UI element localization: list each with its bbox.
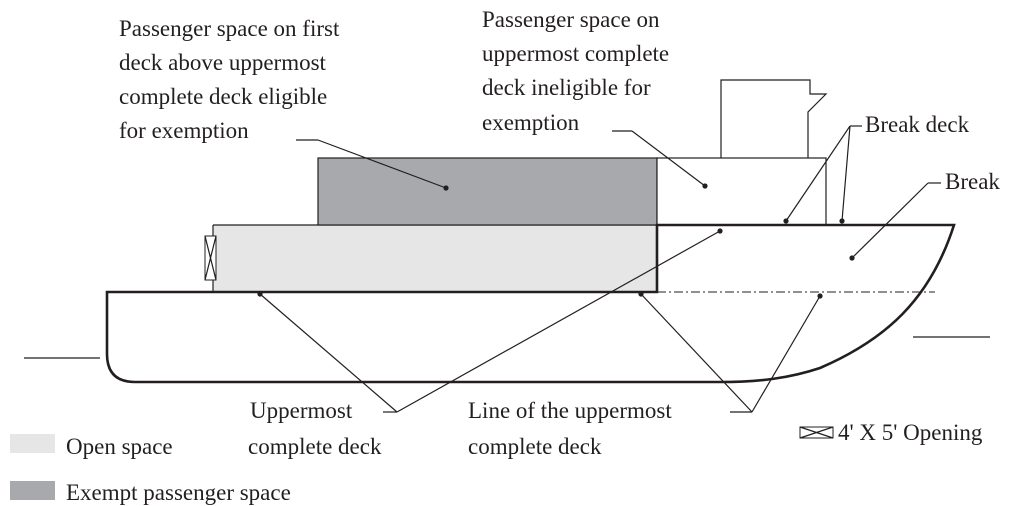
label-exempt-eligible-line4: for exemption: [119, 118, 249, 143]
legend-exempt-label: Exempt passenger space: [66, 480, 291, 505]
label-exempt-eligible-line2: deck above uppermost: [119, 50, 327, 75]
legend-opening-cross-b: [799, 426, 834, 439]
label-break: Break: [945, 169, 1000, 194]
label-exempt-eligible-line3: complete deck eligible: [119, 84, 327, 109]
label-exempt-eligible: Passenger space on first deck above uppe…: [119, 16, 345, 143]
point-line-of-uppermost-a: [638, 291, 644, 297]
opening-cross-b: [204, 235, 217, 281]
funnel: [720, 79, 828, 158]
legend-open-space-swatch: [10, 434, 55, 453]
point-break-deck-a: [783, 218, 789, 224]
ineligible-passenger-space: [656, 157, 827, 226]
label-uppermost-line1: Uppermost: [250, 398, 353, 423]
point-exempt-eligible: [443, 185, 449, 191]
leader-line-of-uppermost-a: [640, 293, 753, 413]
leader-uppermost-a: [259, 293, 398, 413]
point-uppermost-a: [257, 291, 263, 297]
point-break-deck-b: [839, 218, 845, 224]
legend-opening-label: 4' X 5' Opening: [838, 420, 983, 445]
point-ineligible: [702, 183, 708, 189]
leader-break: [851, 182, 929, 259]
point-line-of-uppermost-b: [817, 293, 823, 299]
leader-break-deck-a: [785, 125, 851, 222]
open-space-region: [213, 225, 657, 292]
label-uppermost-complete-deck: Uppermost complete deck: [248, 398, 382, 459]
label-ineligible-line2: uppermost complete: [482, 41, 669, 66]
leader-ineligible: [631, 130, 706, 187]
legend-open-space-label: Open space: [66, 434, 173, 459]
label-break-deck: Break deck: [865, 112, 970, 137]
leader-uppermost-b: [396, 230, 721, 413]
label-uppermost-line2: complete deck: [248, 434, 382, 459]
label-ineligible: Passenger space on uppermost complete de…: [482, 7, 675, 135]
label-line-of-uppermost-line1: Line of the uppermost: [468, 398, 672, 423]
exempt-passenger-space: [317, 157, 658, 226]
legend-exempt-swatch: [10, 481, 55, 500]
label-line-of-uppermost: Line of the uppermost complete deck: [468, 398, 678, 459]
point-uppermost-b: [717, 228, 723, 234]
label-ineligible-line1: Passenger space on: [482, 7, 660, 32]
main-hull: [105, 223, 956, 384]
leader-exempt-eligible: [317, 139, 447, 189]
label-exempt-eligible-line1: Passenger space on first: [119, 16, 340, 41]
label-ineligible-line4: exemption: [482, 110, 580, 135]
leader-break-deck-b: [841, 125, 851, 222]
leader-line-of-uppermost-b: [751, 295, 821, 413]
label-line-of-uppermost-line2: complete deck: [468, 434, 602, 459]
point-break: [849, 255, 855, 261]
label-ineligible-line3: deck ineligible for: [482, 75, 651, 100]
